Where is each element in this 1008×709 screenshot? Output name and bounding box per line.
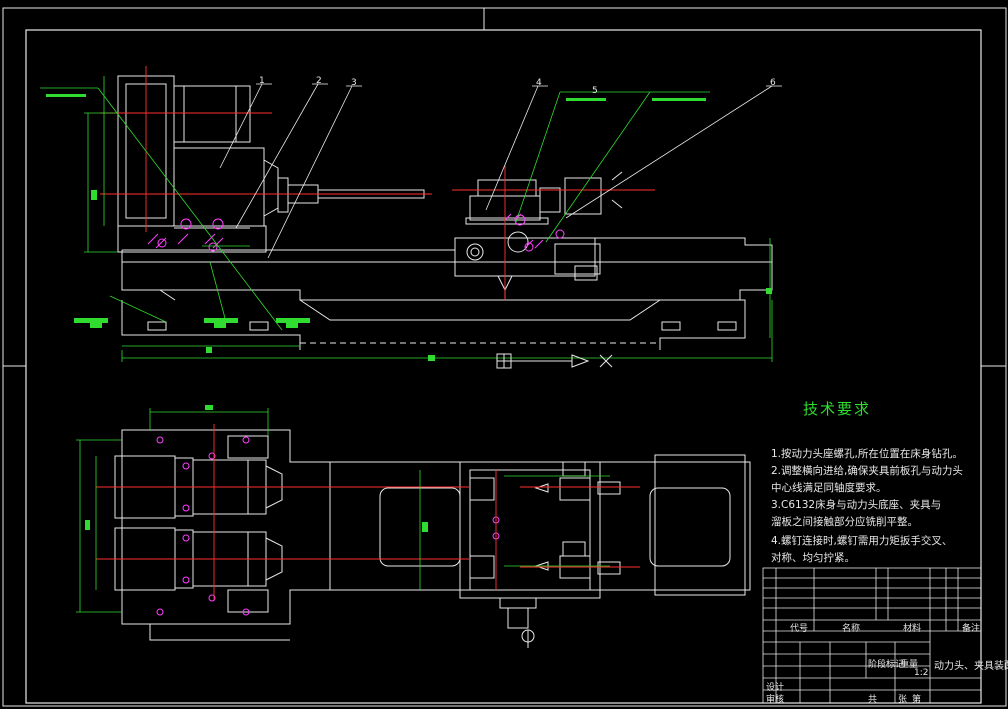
- title-label-weight: 重量: [900, 660, 919, 670]
- top-dimensions: [76, 408, 610, 613]
- tech-requirement-item: 1.按动力头座螺孔,所在位置在床身钻孔。: [771, 448, 963, 460]
- title-header-code: 代号: [790, 624, 809, 634]
- tech-requirement-item: 4.螺钉连接时,螺钉需用力矩扳手交叉、: [771, 535, 953, 547]
- top-view-hatch: [156, 436, 500, 616]
- part-number-4: 4: [536, 78, 542, 88]
- tech-requirement-item: 溜板之间接触部分应铣削平整。: [771, 516, 918, 528]
- part-number-1: 1: [259, 76, 265, 86]
- drawing-name: 动力头、夹具装配图: [934, 661, 1008, 672]
- part-number-5: 5: [592, 86, 598, 96]
- part-number-3: 3: [351, 78, 357, 88]
- tech-requirement-item: 中心线满足同轴度要求。: [771, 482, 887, 494]
- tech-requirement-item: 3.C6132床身与动力头底座、夹具与: [771, 499, 942, 511]
- title-label-review: 审核: [766, 695, 785, 705]
- title-label-stage: 阶段标记: [868, 660, 905, 670]
- title-header-name: 名称: [842, 624, 861, 634]
- top-view: [114, 429, 751, 648]
- part-number-2: 2: [316, 76, 322, 86]
- top-dim-marks: [85, 405, 428, 532]
- front-view: [117, 75, 773, 350]
- tech-requirement-item: 对称、均匀拧紧。: [771, 552, 855, 564]
- front-centerlines: [100, 66, 655, 300]
- title-sheet-total: 共: [868, 695, 878, 705]
- title-header-material: 材料: [903, 624, 922, 634]
- title-sheet-label: 张: [898, 695, 908, 705]
- title-scale: 1:2: [914, 668, 929, 678]
- outer-border: [2, 7, 1007, 707]
- front-dim-marks: [46, 94, 772, 361]
- title-header-remark: 备注: [962, 624, 981, 634]
- tech-requirement-item: 2.调整横向进给,确保夹具前板孔与动力头: [771, 465, 963, 477]
- tech-requirements-title: 技术要求: [803, 400, 872, 418]
- title-sheet-no: 第: [912, 695, 922, 705]
- front-leaders: [219, 83, 782, 259]
- top-centerlines: [96, 424, 640, 600]
- front-dimensions: [40, 76, 773, 362]
- title-label-design: 设计: [766, 683, 785, 693]
- part-number-6: 6: [770, 78, 776, 88]
- section-arrows: [496, 353, 613, 369]
- title-block: [762, 567, 982, 704]
